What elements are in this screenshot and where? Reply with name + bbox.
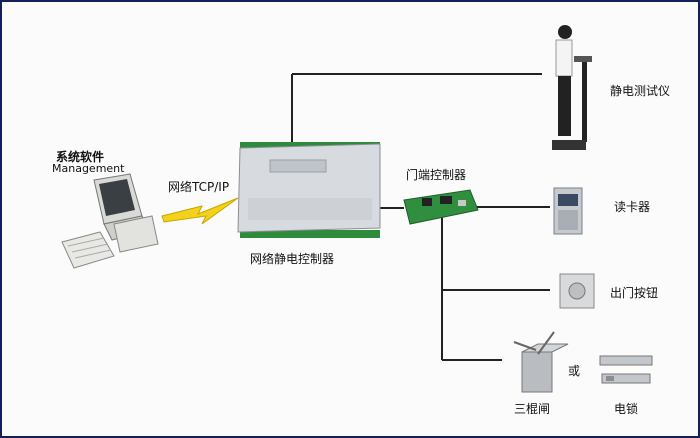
label-static-tester: 静电测试仪 [610, 84, 671, 98]
main-controller-device [237, 142, 381, 238]
static-tester-device [552, 25, 592, 150]
label-exit-button: 出门按钮 [610, 286, 659, 300]
label-software: 系统软件 [56, 150, 105, 164]
network-bolt-icon [161, 197, 239, 225]
exit-button-device [559, 273, 595, 309]
label-electric-lock: 电锁 [614, 402, 639, 416]
door-controller-device [403, 189, 479, 225]
label-card-reader: 读卡器 [614, 200, 651, 214]
label-management: Management [52, 162, 125, 175]
label-main-controller: 网络静电控制器 [250, 252, 335, 266]
label-or: 或 [568, 364, 581, 378]
label-door-controller: 门端控制器 [406, 168, 467, 182]
card-reader-device [553, 187, 583, 235]
computer-icon [61, 173, 159, 269]
connection-lines [291, 73, 550, 361]
turnstile-device [513, 331, 569, 393]
electric-lock-device [599, 355, 653, 384]
label-turnstile: 三棍闸 [514, 402, 551, 416]
label-network: 网络TCP/IP [168, 180, 230, 194]
